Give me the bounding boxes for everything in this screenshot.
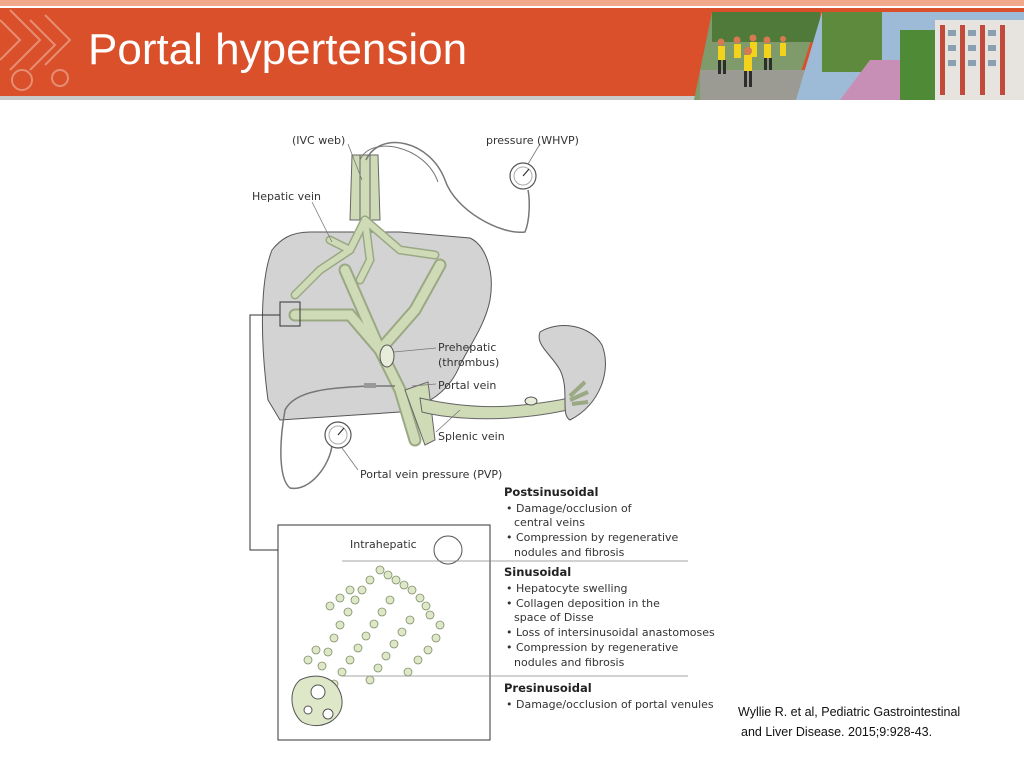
decorative-pattern-icon [0,9,72,91]
presinusoidal-title: Presinusoidal [504,681,592,695]
sinusoidal-line: • Compression by regenerative [506,641,679,654]
sinusoidal-line: nodules and fibrosis [514,656,625,669]
splenic-vein [419,394,586,420]
sinusoid-cells [303,565,445,689]
runners-photo [694,12,820,100]
postsinusoidal-line: • Damage/occlusion of [506,502,633,515]
postsinusoidal-title: Postsinusoidal [504,485,598,499]
sinusoidal-line: space of Disse [514,611,594,624]
label-whvp: pressure (WHVP) [486,134,579,147]
whvp-gauge-icon [509,162,537,190]
label-prehepatic: Prehepatic [438,341,496,354]
label-ivc-web: (IVC web) [292,134,345,147]
label-intrahepatic: Intrahepatic [350,538,417,551]
citation-line-2: and Liver Disease. 2015;9:928-43. [741,725,933,739]
label-pvp: Portal vein pressure (PVP) [360,468,502,481]
label-splenic-vein: Splenic vein [438,430,505,443]
presinusoidal-line: • Damage/occlusion of portal venules [506,698,714,711]
sinusoidal-line: • Collagen deposition in the [506,597,660,610]
spleen-shape [538,325,606,421]
sinusoidal-line: • Hepatocyte swelling [506,582,628,595]
postsinusoidal-line: • Compression by regenerative [506,531,679,544]
campus-photo [796,12,1024,100]
label-portal-vein: Portal vein [438,379,496,392]
thrombus-marker [379,344,395,368]
citation-line-1: Wyllie R. et al, Pediatric Gastrointesti… [738,705,961,719]
citation: Wyllie R. et al, Pediatric Gastrointesti… [738,702,1020,742]
postsinusoidal-line: nodules and fibrosis [514,546,625,559]
sinusoidal-title: Sinusoidal [504,565,571,579]
slide-title: Portal hypertension [88,25,468,74]
portal-triad [291,675,343,727]
header-banner: Portal hypertension [0,0,1024,100]
ivc-vessel [349,154,381,221]
central-vein [433,535,463,565]
portal-vein [404,381,436,446]
banner-background [0,0,1024,100]
portal-hypertension-diagram: (IVC web) pressure (WHVP) Hepatic vein P… [240,120,740,745]
sinusoidal-line: • Loss of intersinusoidal anastomoses [506,626,715,639]
postsinusoidal-line: central veins [514,516,585,529]
pvp-gauge-icon [324,421,352,449]
label-hepatic-vein: Hepatic vein [252,190,321,203]
label-thrombus: (thrombus) [438,356,499,369]
zoom-marker [279,301,301,327]
